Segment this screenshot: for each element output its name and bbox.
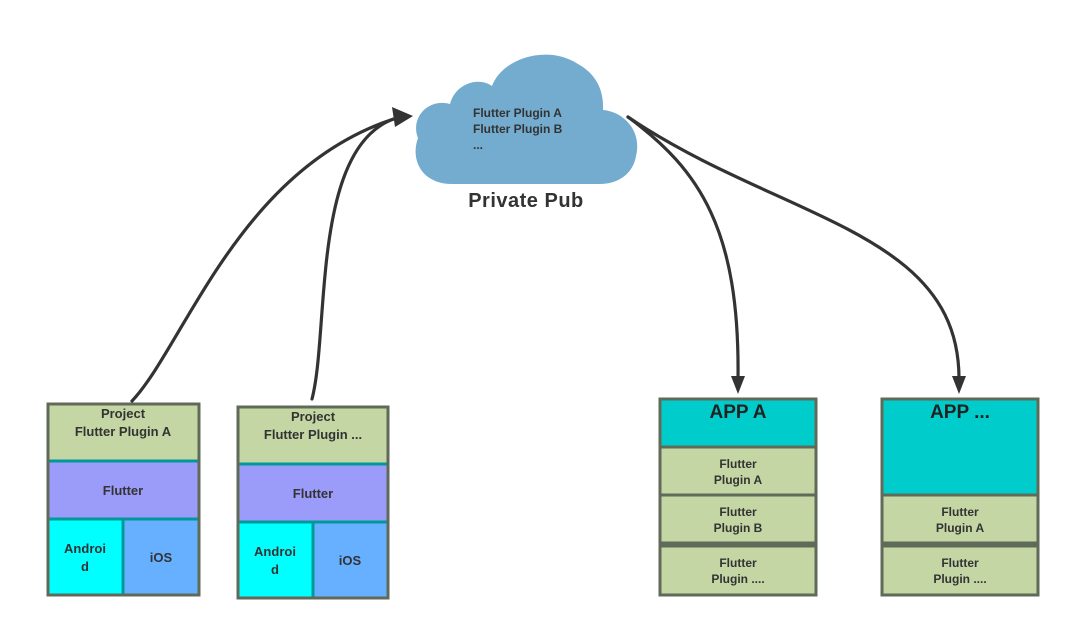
app-more-plugin-2-line2: Plugin .... bbox=[933, 572, 986, 586]
app-a-plugin-1-line1: Flutter bbox=[719, 457, 757, 471]
app-a-plugin-2-line2: Plugin B bbox=[714, 521, 763, 535]
project-more-ios-label: iOS bbox=[339, 553, 362, 568]
project-more-header-line2: Flutter Plugin ... bbox=[264, 427, 362, 442]
project-more-android-line2: d bbox=[271, 562, 279, 577]
project-a-android-layer bbox=[46, 517, 125, 597]
arrows bbox=[130, 107, 966, 403]
project-more-flutter-label: Flutter bbox=[293, 486, 333, 501]
app-more-plugin-1-line2: Plugin A bbox=[936, 521, 985, 535]
project-flutter-plugin-a: Project Flutter Plugin A Flutter Androi … bbox=[46, 402, 201, 597]
cloud-line-2: Flutter Plugin B bbox=[473, 122, 563, 136]
cloud-icon bbox=[415, 54, 638, 184]
project-a-android-line1: Androi bbox=[64, 541, 106, 556]
cloud-line-3: ... bbox=[473, 138, 483, 152]
project-more-ios-layer bbox=[311, 520, 390, 600]
arrow-head-app-a bbox=[731, 376, 745, 394]
cloud-line-1: Flutter Plugin A bbox=[473, 106, 562, 120]
app-a-plugin-1-line2: Plugin A bbox=[714, 473, 763, 487]
project-more-android-line1: Androi bbox=[254, 544, 296, 559]
project-a-ios-label: iOS bbox=[150, 550, 173, 565]
app-a-plugin-1 bbox=[658, 445, 818, 497]
arrow-pub-to-app-more bbox=[626, 115, 961, 382]
project-more-android-layer bbox=[236, 520, 315, 600]
arrow-head-app-more bbox=[952, 376, 966, 394]
arrow-head-pub bbox=[392, 107, 413, 127]
app-a-plugin-3-line2: Plugin .... bbox=[711, 572, 764, 586]
cloud-caption: Private Pub bbox=[468, 190, 584, 212]
private-pub-cloud: Flutter Plugin A Flutter Plugin B ... Pr… bbox=[415, 54, 638, 212]
arrow-pub-to-app-a bbox=[626, 115, 740, 382]
arrow-project-more-to-pub bbox=[310, 115, 402, 401]
app-more-title-bar bbox=[880, 397, 1040, 497]
project-a-border bbox=[46, 402, 201, 597]
app-more-plugin-1-line1: Flutter bbox=[941, 505, 979, 519]
app-more: APP ... Flutter Plugin A Flutter Plugin … bbox=[880, 397, 1040, 597]
project-flutter-plugin-more: Project Flutter Plugin ... Flutter Andro… bbox=[236, 405, 390, 600]
app-more-plugin-1 bbox=[880, 493, 1040, 545]
app-more-plugin-2-line1: Flutter bbox=[941, 556, 979, 570]
project-a-header-line1: Project bbox=[101, 406, 146, 421]
arrow-project-a-to-pub bbox=[130, 115, 402, 403]
app-a-plugin-3-line1: Flutter bbox=[719, 556, 757, 570]
project-a-flutter-label: Flutter bbox=[103, 483, 143, 498]
app-a-plugin-2-line1: Flutter bbox=[719, 505, 757, 519]
app-a-plugin-2 bbox=[658, 493, 818, 545]
project-a-header-line2: Flutter Plugin A bbox=[75, 424, 172, 439]
project-more-border bbox=[236, 405, 390, 600]
project-a-android-line2: d bbox=[81, 559, 89, 574]
app-a-plugin-3 bbox=[658, 544, 818, 597]
app-more-plugin-2 bbox=[880, 544, 1040, 597]
project-more-header-line1: Project bbox=[291, 409, 336, 424]
app-a: APP A Flutter Plugin A Flutter Plugin B … bbox=[658, 397, 818, 597]
app-more-title: APP ... bbox=[930, 402, 990, 423]
app-a-title: APP A bbox=[709, 402, 766, 423]
